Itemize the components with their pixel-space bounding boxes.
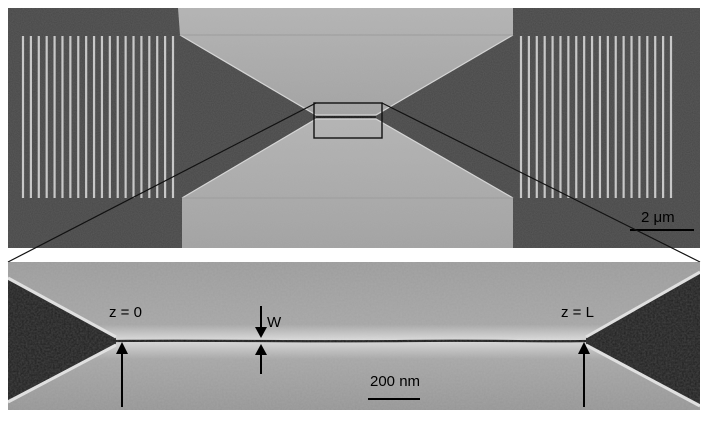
end-arrow <box>578 342 590 407</box>
start-arrow <box>116 342 128 407</box>
overview-sem-image <box>8 8 700 248</box>
zoom-sem-panel: z = 0 z = L W 200 nm <box>8 262 700 410</box>
end-marker-label: z = L <box>561 304 594 321</box>
overview-sem-panel: 2 μm <box>8 8 700 248</box>
width-marker-label: W <box>267 314 282 331</box>
start-marker-label: z = 0 <box>109 304 142 321</box>
zoom-region-box <box>313 102 383 139</box>
zoom-scale-bar-label: 200 nm <box>370 373 421 390</box>
overview-scale-bar-label: 2 μm <box>641 209 675 226</box>
zoom-sem-image <box>8 262 700 410</box>
width-marker <box>255 306 267 374</box>
